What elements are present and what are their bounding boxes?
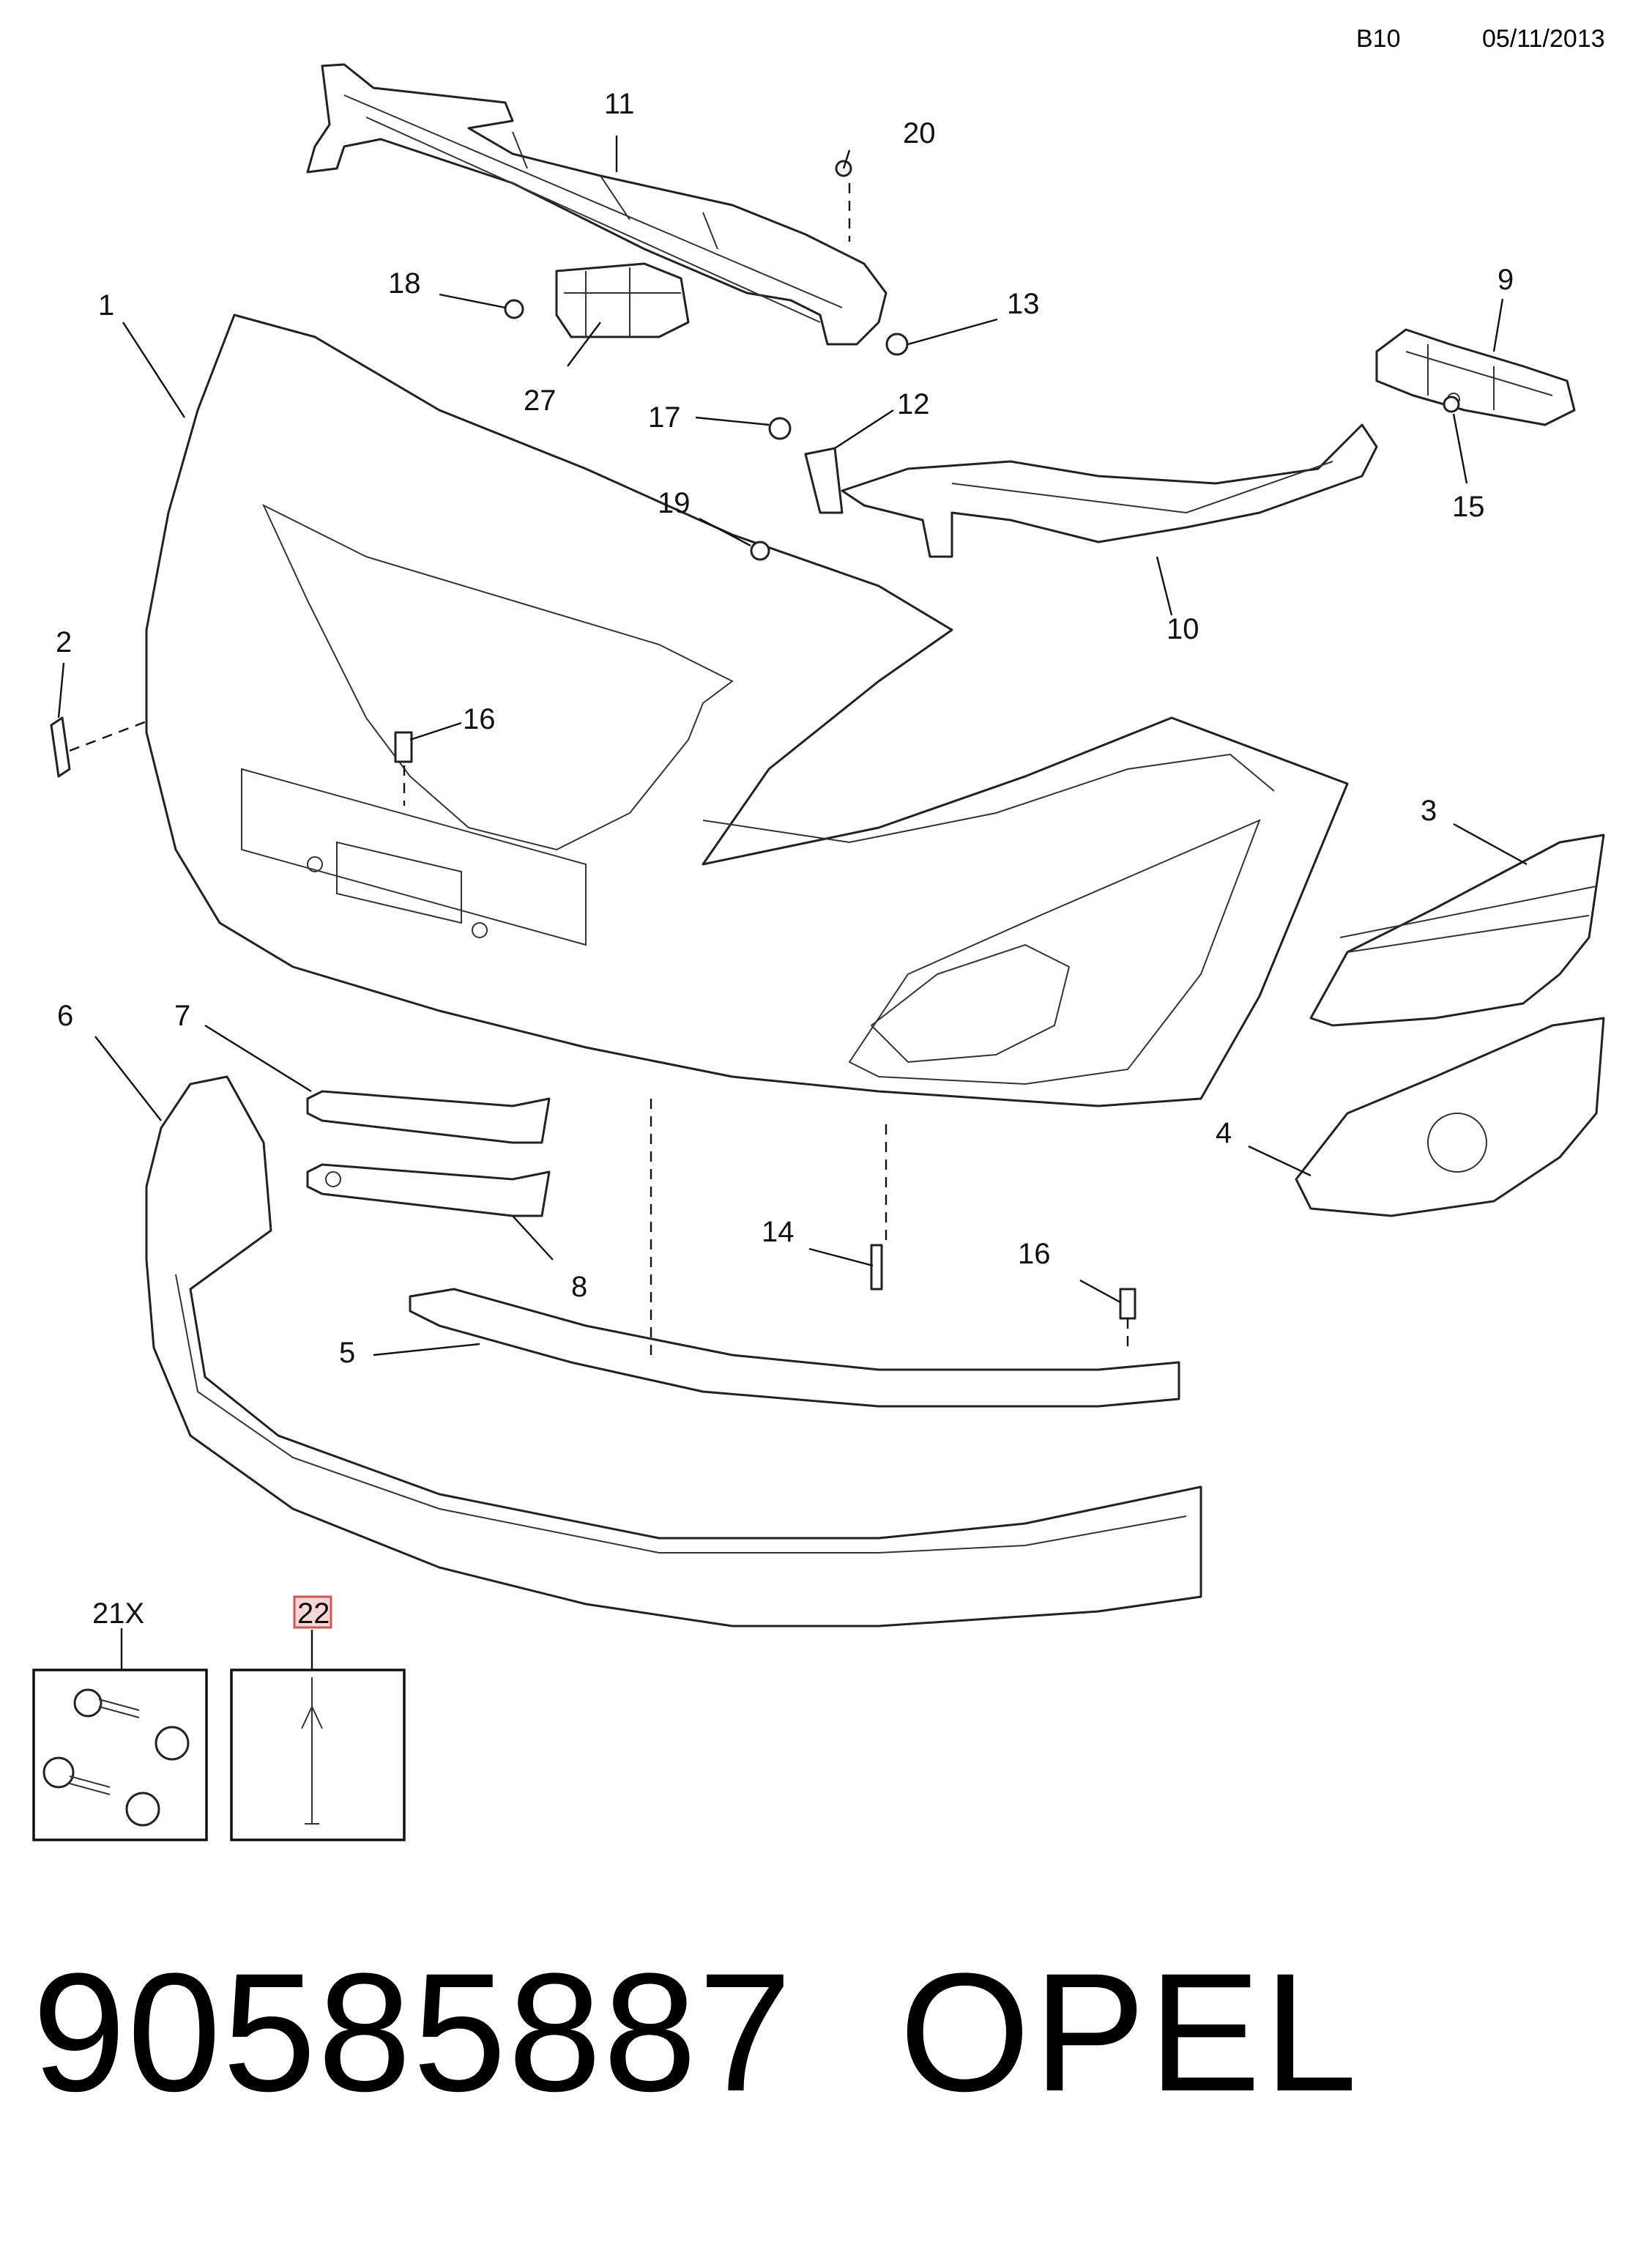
callout-labels: 1 2 3 4 5 6 7 8 9 10 11 12 13 14 15 16 1…: [56, 88, 1514, 1630]
fastener-16-lower: [1119, 1288, 1136, 1320]
fastener-15: [1443, 396, 1460, 413]
callout-21x: 21X: [92, 1597, 144, 1630]
callout-19: 19: [658, 487, 691, 519]
callout-4: 4: [1216, 1117, 1232, 1149]
kit-21x-box: [32, 1669, 208, 1841]
fastener-13: [885, 333, 909, 356]
part-1-bumper-fascia: [145, 313, 1349, 1107]
callout-2: 2: [56, 626, 72, 658]
callout-16-lower: 16: [1018, 1238, 1051, 1270]
leader-lines: [57, 136, 1528, 1670]
fastener-19: [750, 541, 770, 561]
kit-22-box: [230, 1669, 406, 1841]
part-number: 90585887: [32, 1938, 794, 2126]
fasteners: [50, 160, 1460, 1320]
callout-16-upper: 16: [463, 703, 496, 735]
callout-22-highlight: [293, 1595, 332, 1629]
callout-5: 5: [339, 1337, 355, 1369]
fastener-16-upper: [394, 731, 413, 763]
part-8-trim-strip: [306, 1163, 551, 1217]
part-9-side-bracket: [1375, 328, 1576, 426]
callout-22: 22: [297, 1597, 330, 1630]
diagram-date: 05/11/2013: [1482, 25, 1605, 53]
part-11-upper-bracket: [306, 63, 888, 346]
callout-9: 9: [1497, 264, 1514, 296]
callout-17: 17: [648, 401, 681, 434]
part-27-bracket: [555, 262, 690, 338]
part-10-lower-beam: [841, 423, 1378, 558]
part-6-lower-spoiler: [145, 1075, 1202, 1627]
fastener-2: [50, 716, 71, 778]
callout-15: 15: [1452, 491, 1485, 523]
fastener-14: [870, 1244, 883, 1291]
fastener-18: [504, 299, 524, 319]
callout-3: 3: [1421, 795, 1437, 827]
part-4-fog-lamp-cover: [1295, 1017, 1605, 1217]
part-3-grille-insert: [1309, 834, 1605, 1027]
part-7-trim-strip: [306, 1090, 551, 1144]
callout-27: 27: [524, 385, 557, 417]
callout-11: 11: [604, 88, 635, 120]
callout-14: 14: [762, 1216, 795, 1248]
part-12-bracket: [804, 447, 844, 514]
callout-13: 13: [1007, 288, 1040, 320]
page-code: B10: [1356, 25, 1401, 53]
brand-name: OPEL: [899, 1938, 1361, 2126]
callout-8: 8: [571, 1271, 587, 1303]
callout-6: 6: [57, 1000, 73, 1032]
callout-20: 20: [903, 117, 936, 149]
callout-12: 12: [897, 388, 930, 420]
part-5-lower-strip: [409, 1288, 1180, 1408]
callout-1: 1: [98, 289, 114, 322]
callout-18: 18: [388, 267, 421, 300]
callout-7: 7: [174, 1000, 190, 1032]
callout-10: 10: [1167, 613, 1199, 645]
fastener-17: [768, 417, 792, 440]
